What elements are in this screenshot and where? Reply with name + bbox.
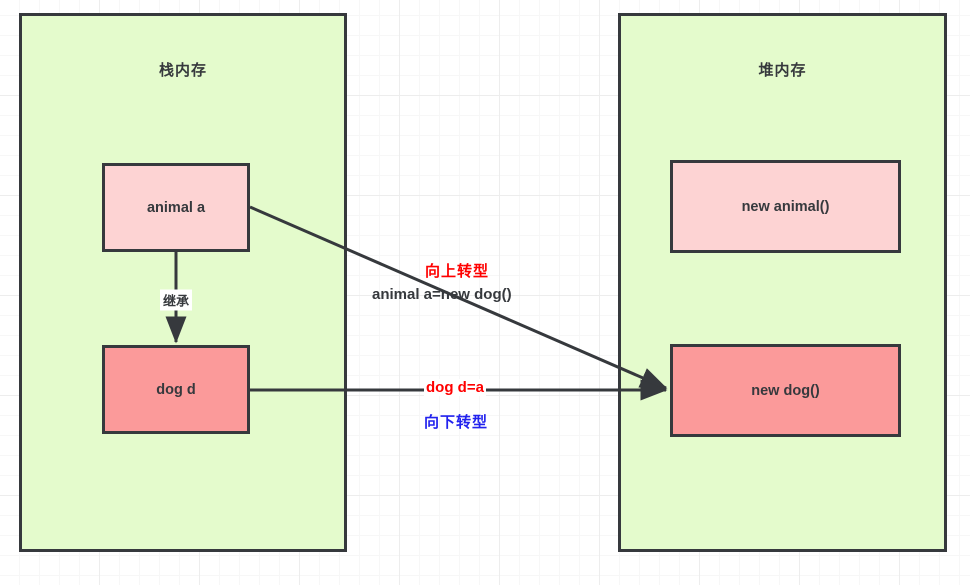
heap-memory-title: 堆内存	[758, 62, 807, 79]
stack-cell-animal-a: animal a	[102, 163, 250, 252]
stack-cell-dog-d: dog d	[102, 345, 250, 434]
upcast-label: 向上转型	[425, 263, 490, 280]
upcast-code-label: animal a=new dog()	[372, 286, 512, 303]
downcast-label: 向下转型	[424, 414, 489, 431]
heap-memory-region: 堆内存	[618, 13, 947, 552]
inherit-label: 继承	[159, 289, 193, 311]
heap-cell-new-animal: new animal()	[670, 160, 901, 253]
stack-memory-title: 栈内存	[158, 62, 207, 79]
stack-memory-region: 栈内存	[19, 13, 347, 552]
downcast-code-label: dog d=a	[424, 379, 486, 396]
heap-cell-new-dog: new dog()	[670, 344, 901, 437]
